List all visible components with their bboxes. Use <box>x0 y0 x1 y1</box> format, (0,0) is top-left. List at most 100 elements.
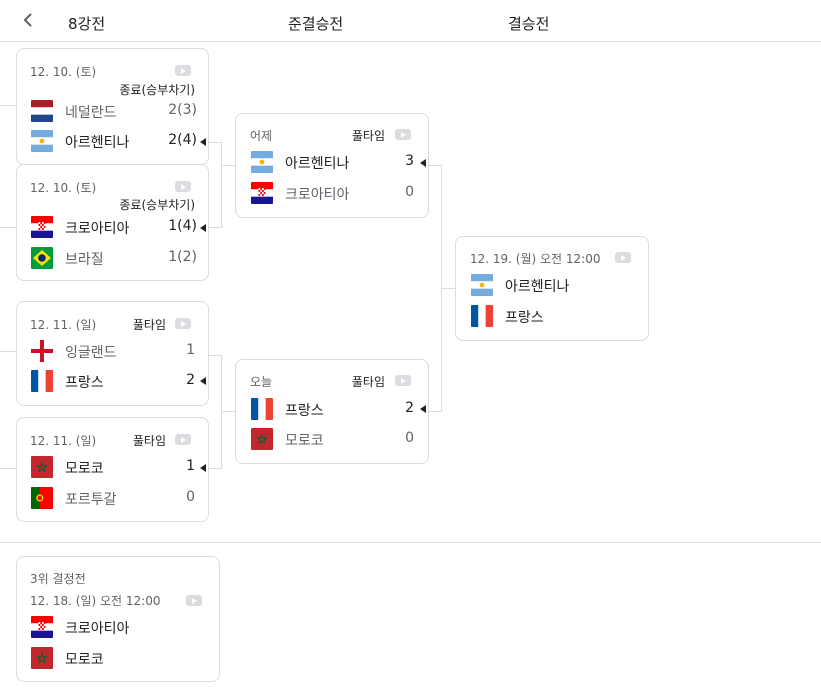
match-date: 12. 11. (일) <box>30 318 97 332</box>
winner-arrow-icon <box>200 464 206 472</box>
video-icon[interactable] <box>175 318 191 329</box>
croatia-flag-icon <box>31 616 53 638</box>
team-row: 잉글랜드 1 <box>31 339 197 363</box>
match-status: 풀타임 <box>351 375 385 389</box>
winner-arrow-icon <box>200 138 206 146</box>
bracket-line <box>208 142 222 143</box>
bracket-line <box>0 227 16 228</box>
team-score: 0 <box>186 489 195 505</box>
morocco-flag-icon <box>31 456 53 478</box>
back-button[interactable] <box>16 8 40 32</box>
match-card-sf2[interactable]: 오늘 풀타임 프랑스 2 모로코 0 <box>235 359 429 464</box>
video-icon[interactable] <box>175 181 191 192</box>
team-name: 모로코 <box>285 433 324 449</box>
team-score: 0 <box>405 430 414 446</box>
match-card-qf3[interactable]: 12. 11. (일) 풀타임 잉글랜드 1 프랑스 2 <box>16 301 209 406</box>
match-card-qf2[interactable]: 12. 10. (토) 종료(승부차기) 크로아티아 1(4) 브라질 1(2) <box>16 164 209 281</box>
team-name: 아르헨티나 <box>505 279 570 295</box>
morocco-flag-icon <box>251 428 273 450</box>
team-row: 프랑스 2 <box>31 369 197 393</box>
team-score: 2(3) <box>168 102 197 118</box>
team-row: 아르헨티나 2(4) <box>31 129 197 153</box>
match-date: 12. 19. (월) 오전 12:00 <box>470 252 601 266</box>
video-icon[interactable] <box>395 129 411 140</box>
match-card-sf1[interactable]: 어제 풀타임 아르헨티나 3 크로아티아 0 <box>235 113 429 218</box>
third-place-label: 3위 결정전 <box>30 572 86 586</box>
bracket-line <box>428 411 442 412</box>
team-row: 프랑스 2 <box>251 397 414 421</box>
chevron-left-icon <box>24 13 32 27</box>
france-flag-icon <box>31 370 53 392</box>
team-name: 크로아티아 <box>285 187 350 203</box>
team-score: 1 <box>186 342 195 358</box>
team-name: 모로코 <box>65 461 104 477</box>
match-date: 12. 11. (일) <box>30 434 97 448</box>
video-icon[interactable] <box>615 252 631 263</box>
match-date: 어제 <box>250 129 273 143</box>
header-divider <box>0 41 821 42</box>
winner-arrow-icon <box>420 405 426 413</box>
round-label-semifinal: 준결승전 <box>288 15 344 33</box>
match-date: 오늘 <box>250 375 273 389</box>
england-flag-icon <box>31 340 53 362</box>
team-row: 모로코 <box>31 646 207 670</box>
bracket-line <box>221 142 222 228</box>
team-name: 잉글랜드 <box>65 345 117 361</box>
team-row: 크로아티아 0 <box>251 181 414 205</box>
portugal-flag-icon <box>31 487 53 509</box>
brazil-flag-icon <box>31 247 53 269</box>
team-score: 2 <box>405 400 414 416</box>
bracket-line <box>221 355 222 469</box>
video-icon[interactable] <box>186 595 202 606</box>
team-row: 네덜란드 2(3) <box>31 99 197 123</box>
winner-arrow-icon <box>420 159 426 167</box>
argentina-flag-icon <box>31 130 53 152</box>
team-row: 크로아티아 <box>31 615 207 639</box>
match-card-third-place[interactable]: 3위 결정전 12. 18. (일) 오전 12:00 크로아티아 모로코 <box>16 556 220 682</box>
france-flag-icon <box>471 305 493 327</box>
bracket-line <box>441 288 455 289</box>
croatia-flag-icon <box>31 216 53 238</box>
team-name: 크로아티아 <box>65 621 130 637</box>
video-icon[interactable] <box>395 375 411 386</box>
team-row: 크로아티아 1(4) <box>31 215 197 239</box>
match-card-qf1[interactable]: 12. 10. (토) 종료(승부차기) 네덜란드 2(3) 아르헨티나 2(4… <box>16 48 209 165</box>
team-name: 모로코 <box>65 652 104 668</box>
match-card-final[interactable]: 12. 19. (월) 오전 12:00 아르헨티나 프랑스 <box>455 236 649 341</box>
team-name: 아르헨티나 <box>65 135 130 151</box>
bracket-line <box>0 468 16 469</box>
video-icon[interactable] <box>175 434 191 445</box>
team-name: 브라질 <box>65 252 104 268</box>
team-row: 프랑스 <box>471 304 634 328</box>
croatia-flag-icon <box>251 182 273 204</box>
argentina-flag-icon <box>251 151 273 173</box>
round-label-quarterfinal: 8강전 <box>68 15 106 33</box>
team-row: 브라질 1(2) <box>31 246 197 270</box>
winner-arrow-icon <box>200 377 206 385</box>
team-row: 모로코 0 <box>251 427 414 451</box>
winner-arrow-icon <box>200 224 206 232</box>
match-date: 12. 10. (토) <box>30 181 97 195</box>
team-row: 아르헨티나 3 <box>251 150 414 174</box>
team-name: 포르투갈 <box>65 492 117 508</box>
team-name: 아르헨티나 <box>285 156 350 172</box>
bracket-line <box>428 165 442 166</box>
team-score: 3 <box>405 153 414 169</box>
team-name: 프랑스 <box>285 403 324 419</box>
bracket-line <box>221 411 235 412</box>
bracket-line <box>208 227 222 228</box>
match-card-qf4[interactable]: 12. 11. (일) 풀타임 모로코 1 포르투갈 0 <box>16 417 209 522</box>
bracket-line <box>208 468 222 469</box>
team-name: 프랑스 <box>65 375 104 391</box>
match-date: 12. 18. (일) 오전 12:00 <box>30 594 161 608</box>
team-row: 아르헨티나 <box>471 273 634 297</box>
video-icon[interactable] <box>175 65 191 76</box>
bracket-line <box>0 351 16 352</box>
team-name: 크로아티아 <box>65 221 130 237</box>
france-flag-icon <box>251 398 273 420</box>
match-status: 풀타임 <box>351 129 385 143</box>
team-name: 프랑스 <box>505 310 544 326</box>
netherlands-flag-icon <box>31 100 53 122</box>
bracket-line <box>0 105 16 106</box>
match-date: 12. 10. (토) <box>30 65 97 79</box>
